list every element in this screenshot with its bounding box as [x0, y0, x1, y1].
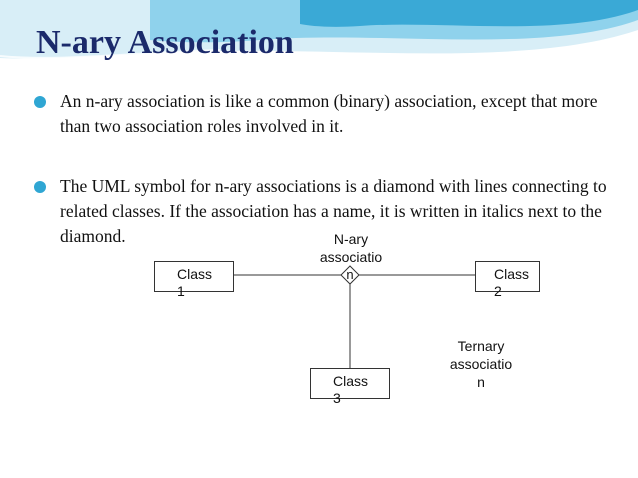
ternary-association-label: Ternary associatio n [449, 338, 513, 390]
class-2-box: Class 2 [475, 261, 540, 299]
association-name-label-end: n [346, 267, 354, 282]
bullet-1-text: An n-ary association is like a common (b… [60, 91, 598, 136]
association-diamond [340, 265, 360, 285]
bullet-2-icon [34, 181, 46, 193]
header-wave-decoration [0, 0, 638, 59]
bullet-2-text: The UML symbol for n-ary associations is… [60, 176, 607, 246]
class-3-box: Class 3 [310, 368, 390, 406]
bullet-1-icon [34, 96, 46, 108]
association-name-label: N-ary associatio [319, 231, 383, 265]
slide-title: N-ary Association [36, 24, 294, 61]
class-1-box: Class 1 [154, 261, 234, 299]
